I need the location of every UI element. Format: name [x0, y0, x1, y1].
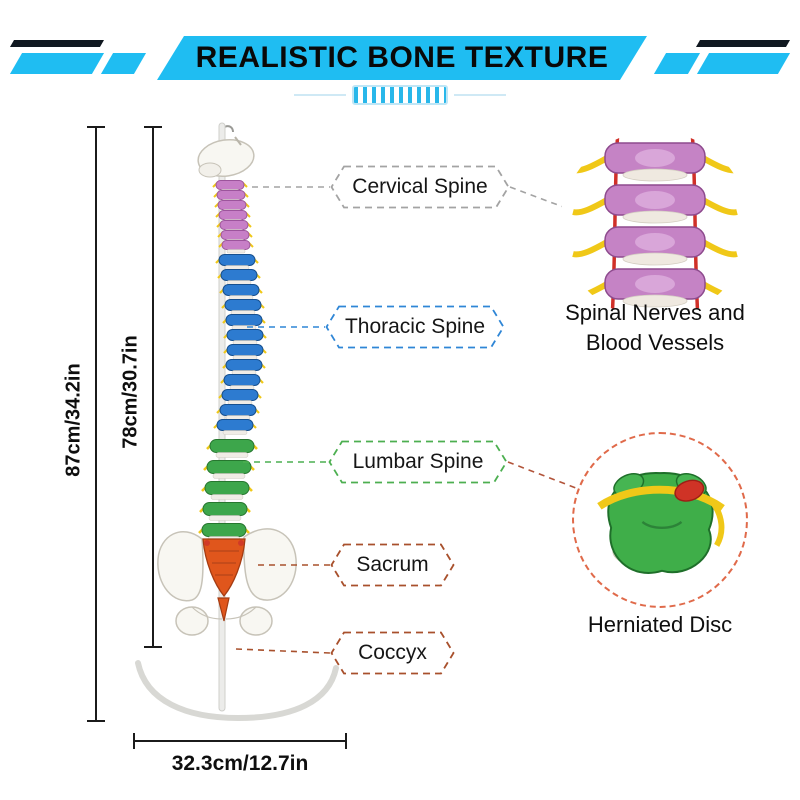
dimension-cap — [345, 733, 347, 749]
coccyx-section — [217, 597, 230, 622]
callout-label-coccyx: Coccyx — [330, 631, 455, 675]
dimension-cap — [87, 126, 105, 128]
dimension-cap — [144, 126, 162, 128]
sacrum-section — [202, 538, 246, 598]
dimension-line-total-height — [95, 126, 97, 722]
dimension-line-base-width — [133, 740, 347, 742]
banner-decoration-left-cyan-bar — [9, 53, 147, 74]
skull-piece — [197, 136, 255, 178]
caption-spinal-nerves: Spinal Nerves and Blood Vessels — [565, 300, 745, 355]
callout-label-lumbar-spine: Lumbar Spine — [328, 440, 508, 484]
banner-stripes-line-right — [454, 94, 506, 96]
sacrum-label-text: Sacrum — [356, 553, 429, 576]
dimension-label-base-width: 32.3cm/12.7in — [171, 752, 309, 775]
dimension-label-total-height: 87cm/34.2in — [62, 363, 85, 477]
dimension-line-spine-height — [152, 126, 154, 648]
dimension-cap — [133, 733, 135, 749]
banner: REALISTIC BONE TEXTURE — [157, 36, 647, 80]
banner-title: REALISTIC BONE TEXTURE — [195, 41, 609, 74]
lumbar-section — [197, 438, 259, 543]
caption-herniated-disc: Herniated Disc — [587, 612, 733, 637]
dimension-cap — [144, 646, 162, 648]
coccyx-label-text: Coccyx — [358, 641, 427, 664]
banner-decoration-left-black-bar — [9, 40, 105, 47]
herniated-disc-closeup-image — [572, 432, 748, 608]
thoracic-spine-label-text: Thoracic Spine — [344, 315, 486, 338]
cervical-closeup-image — [560, 130, 750, 320]
leader-line-herniated-disc — [507, 461, 577, 489]
cervical-spine-label-text: Cervical Spine — [352, 175, 488, 198]
leader-line-cervical-to-closeup — [509, 186, 567, 209]
banner-decoration-right-cyan-bar — [653, 53, 791, 74]
dimension-cap — [87, 720, 105, 722]
banner-stripes-decoration — [352, 85, 448, 105]
cervical-vertebrae-illustration — [561, 131, 749, 319]
callout-label-thoracic-spine: Thoracic Spine — [325, 305, 505, 349]
callout-label-sacrum: Sacrum — [330, 543, 455, 587]
banner-decoration-right-black-bar — [695, 40, 791, 47]
callout-label-cervical-spine: Cervical Spine — [330, 165, 510, 209]
spine-model-illustration — [135, 122, 339, 722]
lumbar-spine-label-text: Lumbar Spine — [352, 450, 484, 473]
herniated-disc-illustration — [576, 436, 744, 604]
banner-stripes-line-left — [294, 94, 346, 96]
